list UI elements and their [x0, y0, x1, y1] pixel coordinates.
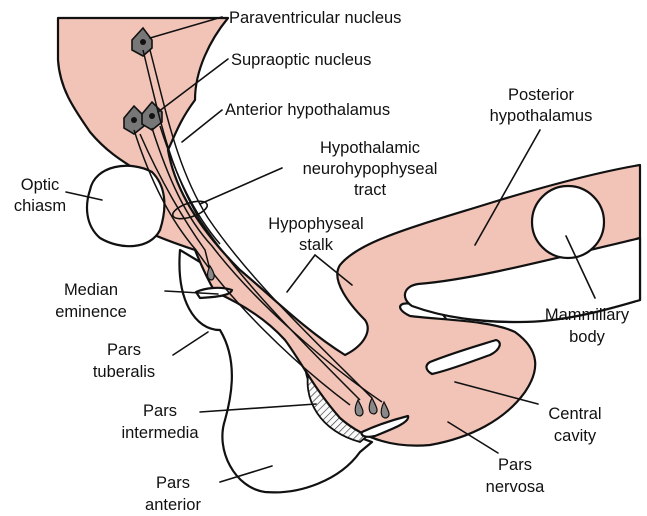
- optic-chiasm-shape: [87, 166, 164, 246]
- label-anterior-line2: anterior: [145, 496, 201, 514]
- label-intermedia-line2: intermedia: [121, 424, 199, 442]
- mammillary-body-shape: [532, 186, 604, 258]
- label-stalk-line2: stalk: [299, 236, 334, 254]
- label-posterior-line1: Posterior: [508, 86, 575, 104]
- label-nervosa-line2: nervosa: [486, 478, 546, 496]
- label-stalk-line1: Hypophyseal: [268, 215, 363, 233]
- label-median-line2: eminence: [55, 303, 127, 321]
- label-optic-line1: Optic: [21, 176, 60, 194]
- label-tract-line2: neurohypophyseal: [303, 160, 438, 178]
- leader-anterior-hypothalamus: [182, 110, 222, 142]
- label-nervosa-line1: Pars: [498, 456, 532, 474]
- label-paraventricular-nucleus: Paraventricular nucleus: [229, 9, 401, 27]
- label-tuberalis-line2: tuberalis: [93, 363, 155, 381]
- label-tract-line1: Hypothalamic: [320, 139, 420, 157]
- leader-pars-tuberalis: [173, 332, 208, 355]
- label-tuberalis-line1: Pars: [107, 341, 141, 359]
- label-central-line1: Central: [548, 405, 601, 423]
- label-median-line1: Median: [64, 281, 118, 299]
- label-mammillary-line2: body: [569, 328, 606, 346]
- label-mammillary-line1: Mammillary: [545, 306, 630, 324]
- leader-stalk-left: [287, 255, 315, 292]
- label-posterior-line2: hypothalamus: [490, 107, 593, 125]
- label-optic-line2: chiasm: [14, 197, 66, 215]
- label-anterior-hypothalamus: Anterior hypothalamus: [225, 101, 390, 119]
- label-tract-line3: tract: [354, 181, 387, 199]
- label-supraoptic-nucleus: Supraoptic nucleus: [231, 51, 371, 69]
- label-anterior-line1: Pars: [156, 474, 190, 492]
- label-central-line2: cavity: [554, 427, 597, 445]
- label-intermedia-line1: Pars: [143, 402, 177, 420]
- leader-tract: [200, 168, 282, 204]
